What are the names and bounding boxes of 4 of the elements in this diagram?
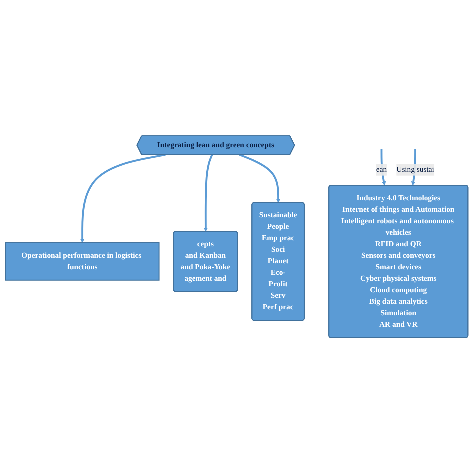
arrow bbox=[239, 154, 281, 204]
arrow bbox=[80, 154, 166, 244]
arrow bbox=[380, 149, 386, 186]
arrow bbox=[204, 154, 214, 232]
